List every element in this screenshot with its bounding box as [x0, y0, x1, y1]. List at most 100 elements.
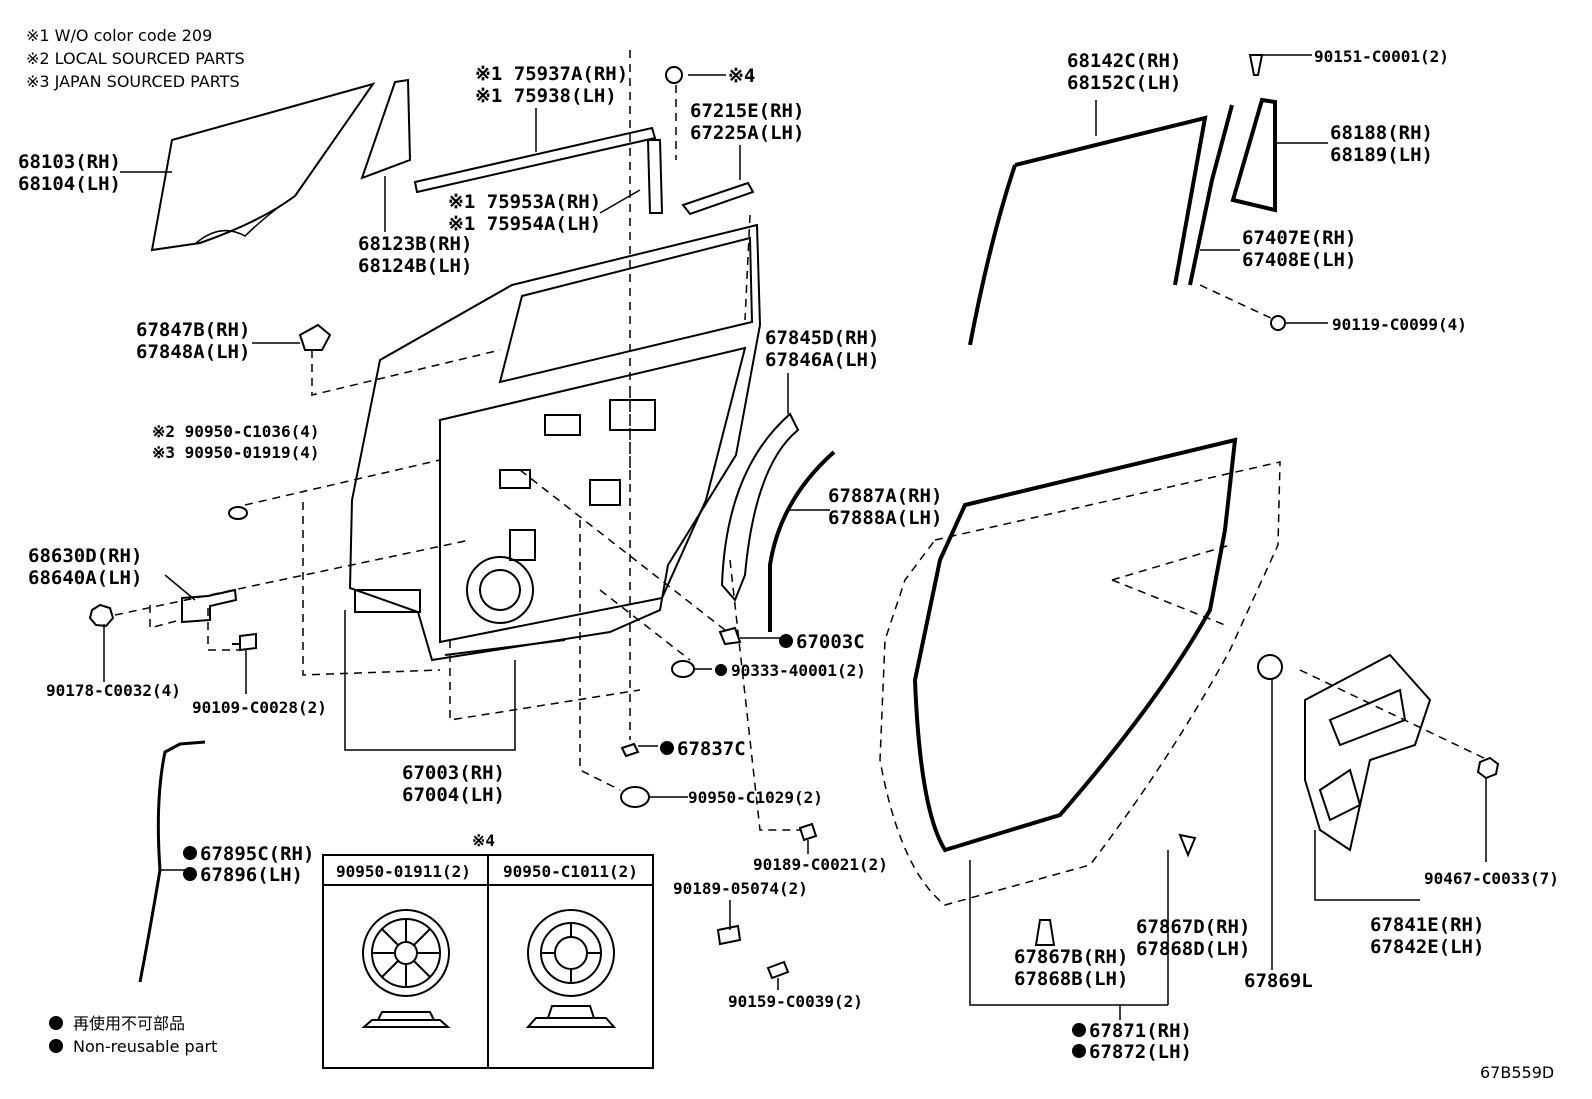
door-hinge-part [181, 588, 238, 624]
label-67842e-lh: 67842E(LH) [1370, 936, 1484, 958]
label-90189-05074: 90189-05074(2) [673, 879, 808, 898]
hole-plug-90950-c1029-part [620, 786, 650, 808]
label-75953a-rh: ※1 75953A(RH) [448, 191, 601, 213]
label-90950-c1029: 90950-C1029(2) [688, 788, 823, 807]
label-67867b-rh: 67867B(RH) [1014, 946, 1128, 968]
label-note4-clip: ※4 [728, 65, 755, 87]
door-bracket-part [681, 181, 755, 216]
nut-90467-part [1476, 756, 1500, 780]
weatherstrip-67845-part [720, 412, 800, 602]
part-labels: 68103(RH) 68104(LH) 68123B(RH) 68124B(LH… [18, 47, 1559, 1063]
nut-90178-part [88, 603, 115, 628]
label-90950-c1036: ※2 90950-C1036(4) [152, 422, 320, 441]
label-67869l: 67869L [1244, 970, 1313, 992]
clip-90950-01911-top-view [362, 909, 450, 997]
label-67845d-rh: 67845D(RH) [765, 327, 879, 349]
non-reusable-dot-67895c [183, 846, 197, 860]
label-90119-c0099: 90119-C0099(4) [1332, 315, 1467, 334]
glass-edge-detail [194, 197, 293, 245]
label-68188-rh: 68188(RH) [1330, 122, 1433, 144]
channel-67407-part [1188, 104, 1234, 286]
legend: 再使用不可部品 Non-reusable part [49, 1014, 217, 1056]
legend-jp: 再使用不可部品 [73, 1014, 185, 1033]
leader-lines [103, 54, 1487, 1020]
clip-90950-c1011-top-view [527, 909, 615, 997]
label-67846a-lh: 67846A(LH) [765, 349, 879, 371]
clip-90950-01911-side-view [361, 1011, 451, 1028]
clip-67867b-part [1034, 919, 1056, 946]
label-90109-c0028: 90109-C0028(2) [192, 698, 327, 717]
inset-col2-header: 90950-C1011(2) [503, 862, 638, 881]
label-68124b-lh: 68124B(LH) [358, 255, 472, 277]
label-67867d-rh: 67867D(RH) [1136, 916, 1250, 938]
label-67003-rh: 67003(RH) [402, 762, 505, 784]
label-67872-lh: 67872(LH) [1089, 1041, 1192, 1063]
label-67896-lh: 67896(LH) [200, 864, 303, 886]
frame-weatherstrip-68142-part [968, 115, 1208, 346]
wiring-67895-part [138, 740, 206, 983]
label-67837c: 67837C [677, 738, 746, 760]
corner-cover-68188-part [1230, 97, 1277, 213]
non-reusable-dot-67003c [779, 634, 793, 648]
label-90159-c0039: 90159-C0039(2) [728, 992, 863, 1011]
note-1: ※1 W/O color code 209 [26, 26, 212, 45]
note-3: ※3 JAPAN SOURCED PARTS [26, 72, 240, 91]
label-75954a-lh: ※1 75954A(LH) [448, 213, 601, 235]
label-67004-lh: 67004(LH) [402, 784, 505, 806]
label-68123b-rh: 68123B(RH) [358, 233, 472, 255]
label-67895c-rh: 67895C(RH) [200, 843, 314, 865]
legend-en: Non-reusable part [73, 1037, 217, 1056]
clip-67869l-part [1257, 654, 1283, 680]
non-reusable-dot-67837c [660, 741, 674, 755]
clip-67847-part [298, 323, 332, 351]
label-67408e-lh: 67408E(LH) [1242, 249, 1356, 271]
clip-90950-c1011-side-view [525, 1005, 617, 1028]
label-90950-01919: ※3 90950-01919(4) [152, 443, 320, 462]
label-68189-lh: 68189(LH) [1330, 144, 1433, 166]
label-67225a-lh: 67225A(LH) [690, 122, 804, 144]
clip-67867d-part [1178, 833, 1197, 858]
inset-table: ※4 90950-01911(2) 90950-C1011(2) [322, 831, 654, 1069]
inset-col1-header: 90950-01911(2) [336, 862, 471, 881]
label-68103-rh: 68103(RH) [18, 151, 121, 173]
notes: ※1 W/O color code 209 ※2 LOCAL SOURCED P… [26, 26, 245, 91]
bolt-90159-part [766, 960, 790, 980]
label-68152c-lh: 68152C(LH) [1067, 72, 1181, 94]
label-67841e-rh: 67841E(RH) [1370, 914, 1484, 936]
label-67871-rh: 67871(RH) [1089, 1020, 1192, 1042]
bolt-90119-part [1270, 315, 1286, 331]
non-reusable-dot-67871 [1072, 1023, 1086, 1037]
label-67848a-lh: 67848A(LH) [136, 341, 250, 363]
non-reusable-dot-67896 [183, 867, 197, 881]
label-68142c-rh: 68142C(RH) [1067, 50, 1181, 72]
seal-67887-part [768, 450, 836, 632]
label-90467-c0033: 90467-C0033(7) [1424, 869, 1559, 888]
non-reusable-dot-67872 [1072, 1044, 1086, 1058]
door-lock-67841-part [1304, 653, 1432, 852]
label-90333-40001: 90333-40001(2) [731, 661, 866, 680]
label-68640a-lh: 68640A(LH) [28, 567, 142, 589]
inset-title: ※4 [472, 831, 495, 850]
label-75937a-rh: ※1 75937A(RH) [475, 63, 628, 85]
label-90178-c0032: 90178-C0032(4) [46, 681, 181, 700]
assembly-dash-lines [114, 50, 1489, 831]
label-68630d-rh: 68630D(RH) [28, 545, 142, 567]
legend-dot-en [49, 1039, 63, 1053]
label-67847b-rh: 67847B(RH) [136, 319, 250, 341]
label-67868b-lh: 67868B(LH) [1014, 968, 1128, 990]
note-2: ※2 LOCAL SOURCED PARTS [26, 49, 245, 68]
o-ring-90333-part [671, 660, 695, 678]
hole-plug-90950-c1036-part [228, 506, 248, 520]
label-90189-c0021: 90189-C0021(2) [753, 855, 888, 874]
label-67003c: 67003C [796, 631, 865, 653]
label-67888a-lh: 67888A(LH) [828, 507, 942, 529]
door-panel-part [348, 223, 762, 662]
clip-67837c-part [620, 742, 640, 758]
label-67868d-lh: 67868D(LH) [1136, 938, 1250, 960]
label-67215e-rh: 67215E(RH) [690, 100, 804, 122]
screw-90189-c0021-part [798, 822, 818, 842]
door-glass-part [150, 82, 376, 252]
diagram-code: 67B559D [1480, 1063, 1554, 1082]
label-67407e-rh: 67407E(RH) [1242, 227, 1356, 249]
label-67887a-rh: 67887A(RH) [828, 485, 942, 507]
